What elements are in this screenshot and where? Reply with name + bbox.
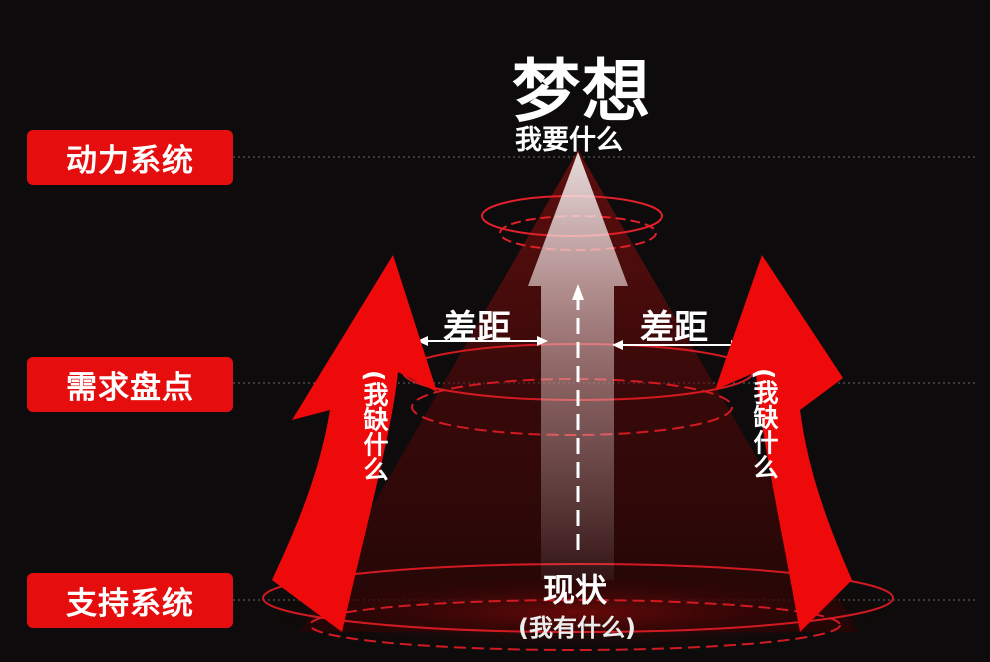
level-pill-support: 支持系统 [27, 573, 233, 628]
base-glow [258, 572, 898, 652]
gap-arrow-left-head-a [417, 336, 428, 346]
side-label-left: (我缺什么 [360, 370, 389, 482]
current-state-sublabel: (我有什么) [518, 614, 636, 642]
gap-arrow-left-head-b [537, 336, 548, 346]
current-state-label: 现状 [543, 571, 608, 609]
ring-bottom-dashed [309, 599, 841, 651]
level-pill-motivation-label: 动力系统 [66, 143, 194, 179]
dream-subtitle: 我要什么 [515, 125, 623, 156]
level-pill-needs-label: 需求盘点 [66, 370, 194, 406]
level-pill-support-label: 支持系统 [66, 586, 194, 622]
gap-label-right: 差距 [640, 308, 708, 348]
gap-label-left: 差距 [443, 308, 511, 348]
dream-title: 梦想 [512, 53, 653, 132]
gap-arrow-right-head-a [612, 340, 623, 350]
left-red-arrow [272, 255, 437, 632]
center-dash-arrowhead [572, 284, 584, 300]
level-pill-needs: 需求盘点 [27, 357, 233, 412]
side-label-right: (我缺什么 [750, 368, 779, 480]
right-red-arrow [715, 255, 852, 632]
level-pill-motivation: 动力系统 [27, 130, 233, 185]
